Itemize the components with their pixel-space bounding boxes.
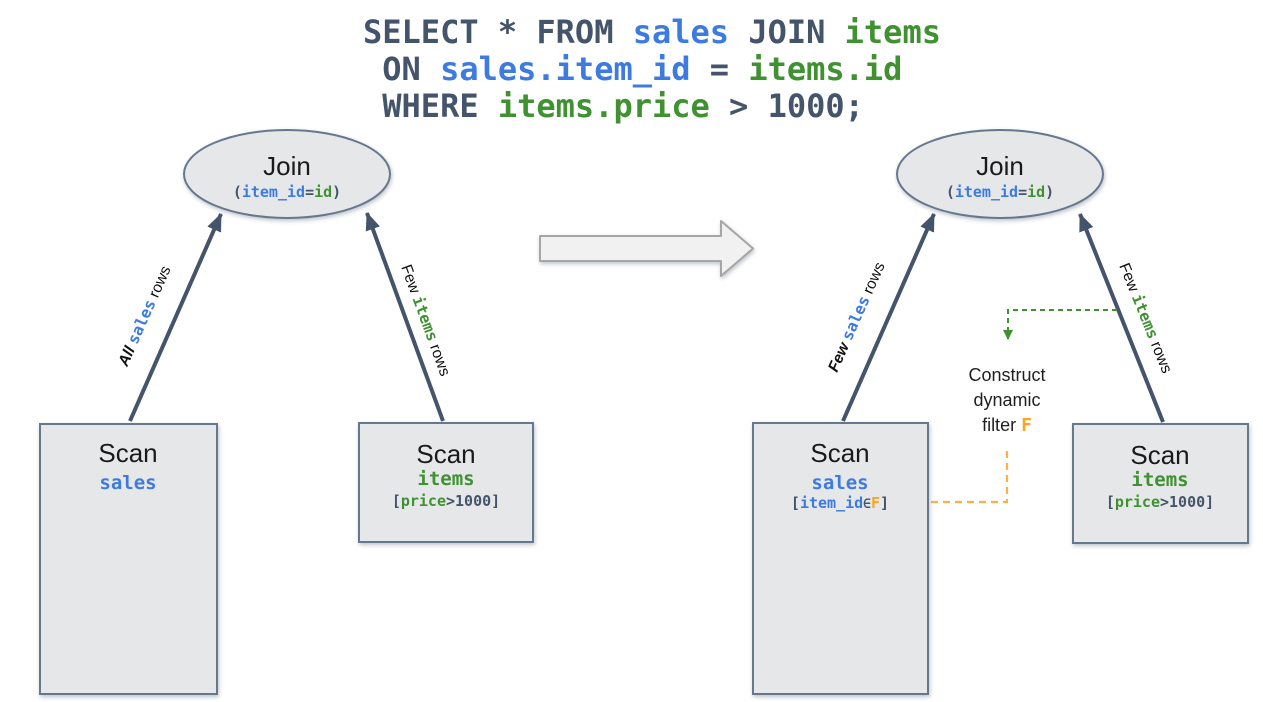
sales-edge-label: Few sales rows xyxy=(824,259,889,374)
sql-line-1: SELECT * FROM sales JOIN items xyxy=(363,13,941,51)
sql-table-items: items xyxy=(845,13,941,51)
sql-column-sales: sales.item_id xyxy=(440,50,690,88)
element-of-symbol: ∈ xyxy=(863,497,871,512)
equals: = xyxy=(305,183,314,201)
sql-comparison: > 1000; xyxy=(710,87,864,125)
sql-keyword: SELECT * FROM xyxy=(363,13,633,51)
paren: ( xyxy=(946,183,955,201)
predicate-column: item_id xyxy=(800,494,863,512)
note-filter-prefix: filter xyxy=(982,415,1021,435)
sql-keyword: WHERE xyxy=(363,87,498,125)
paren: ( xyxy=(233,183,242,201)
scan-table-sales: sales xyxy=(99,472,156,494)
edge-sales-to-join xyxy=(128,213,223,422)
scan-table-items: items xyxy=(417,468,474,490)
sql-keyword: ON xyxy=(363,50,440,88)
sql-query: SELECT * FROM sales JOIN items ON sales.… xyxy=(363,13,941,125)
join-left-column: item_id xyxy=(242,183,305,201)
sales-edge-label: All sales rows xyxy=(114,263,175,370)
note-line-2: dynamic xyxy=(973,390,1040,410)
join-condition: (item_id=id) xyxy=(233,183,341,201)
edge-suffix: rows xyxy=(425,338,454,379)
transform-arrow-icon xyxy=(539,220,754,277)
scan-sales-node xyxy=(752,422,929,695)
right-plan: Join (item_id=id) Few sales rows Few ite… xyxy=(752,129,1249,695)
edge-suffix: rows xyxy=(144,263,175,304)
edge-table-sales: sales xyxy=(124,297,159,347)
bracket: [ xyxy=(791,494,800,512)
edge-table-sales: sales xyxy=(838,293,873,343)
scan-items-node xyxy=(1072,423,1249,544)
join-title: Join xyxy=(976,151,1024,181)
edge-items-to-join xyxy=(365,212,445,422)
note-line-1: Construct xyxy=(968,365,1045,385)
items-edge-label: Few items rows xyxy=(1115,260,1176,376)
predicate-value: >1000] xyxy=(446,492,500,510)
sql-keyword: JOIN xyxy=(729,13,845,51)
equals: = xyxy=(1018,183,1027,201)
scan-op: Scan xyxy=(810,438,869,468)
bracket: [ xyxy=(392,492,401,510)
edge-qty: Few xyxy=(397,262,424,299)
predicate-column: price xyxy=(401,492,446,510)
sql-line-3: WHERE items.price > 1000; xyxy=(363,87,864,125)
edge-sales-to-join xyxy=(841,213,936,422)
join-condition: (item_id=id) xyxy=(946,183,1054,201)
left-plan: Join (item_id=id) All sales rows Few ite… xyxy=(39,129,534,695)
dynamic-filter-apply-arrow xyxy=(908,451,1009,507)
dynamic-filter-build-arrow xyxy=(1003,309,1117,340)
join-left-column: item_id xyxy=(955,183,1018,201)
sql-line-2: ON sales.item_id = items.id xyxy=(363,50,902,88)
edge-suffix: rows xyxy=(858,260,889,301)
dynamic-filter-f: F xyxy=(1021,415,1032,436)
predicate-value: >1000] xyxy=(1160,493,1214,511)
bracket: [ xyxy=(1106,493,1115,511)
scan-table-items: items xyxy=(1131,469,1188,491)
sql-column-items: items.price xyxy=(498,87,710,125)
join-node xyxy=(183,129,391,219)
paren: ) xyxy=(1045,183,1054,201)
scan-sales-node xyxy=(39,423,218,695)
sql-table-sales: sales xyxy=(633,13,729,51)
dynamic-filter-f: F xyxy=(871,494,880,512)
join-right-column: id xyxy=(314,183,332,201)
edge-suffix: rows xyxy=(1145,335,1175,376)
scan-op: Scan xyxy=(1130,440,1189,470)
join-title: Join xyxy=(263,151,311,181)
scan-op: Scan xyxy=(416,439,475,469)
bracket: ] xyxy=(880,494,889,512)
sql-operator: = xyxy=(691,50,749,88)
edge-table-items: items xyxy=(1128,292,1162,342)
construct-filter-note: Construct dynamic filter F xyxy=(968,365,1045,436)
edge-items-to-join xyxy=(1078,213,1165,423)
join-right-column: id xyxy=(1027,183,1045,201)
sql-column-items: items.id xyxy=(748,50,902,88)
scan-predicate: [price>1000] xyxy=(392,492,500,510)
scan-table-sales: sales xyxy=(811,472,868,494)
scan-predicate-dynamic-filter: [item_id∈F] xyxy=(791,494,889,512)
note-line-3: filter F xyxy=(982,415,1032,436)
predicate-column: price xyxy=(1115,493,1160,511)
scan-predicate: [price>1000] xyxy=(1106,493,1214,511)
scan-op: Scan xyxy=(98,438,157,468)
paren: ) xyxy=(332,183,341,201)
scan-items-node xyxy=(358,422,534,543)
join-node xyxy=(896,129,1104,219)
